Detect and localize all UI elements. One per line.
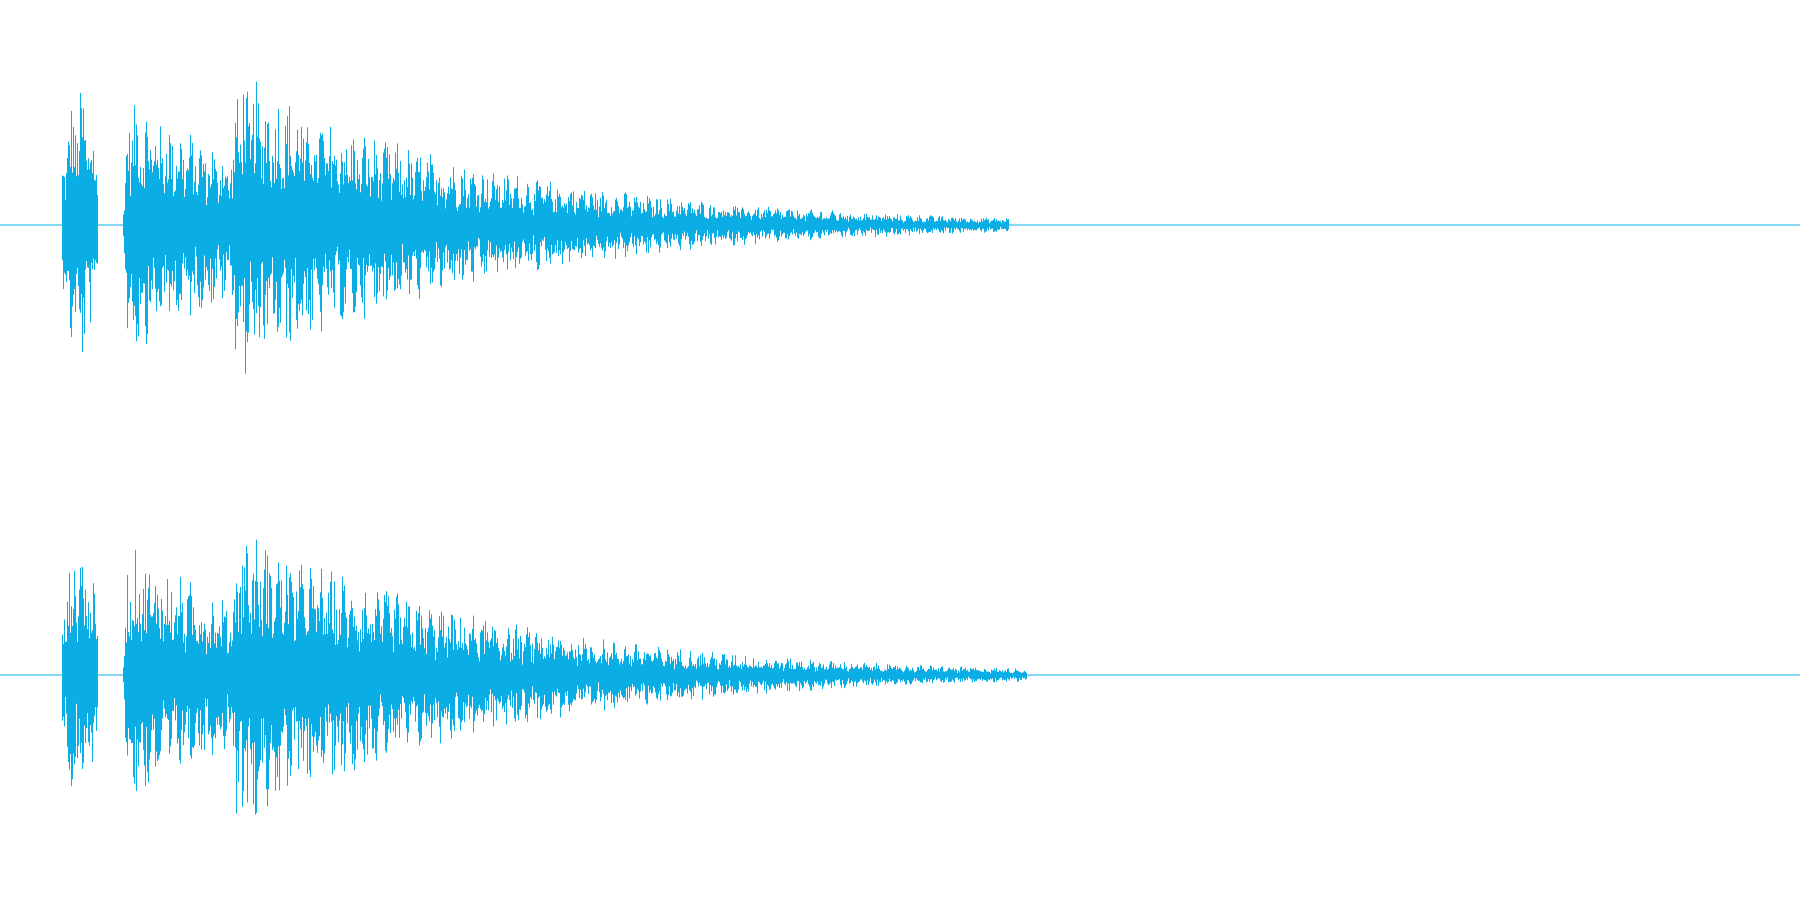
- channel-2-signal: [62, 539, 1027, 815]
- channel-1-waveform[interactable]: [0, 81, 1800, 374]
- channel-2-waveform[interactable]: [0, 539, 1800, 815]
- channel-1-signal: [62, 81, 1009, 374]
